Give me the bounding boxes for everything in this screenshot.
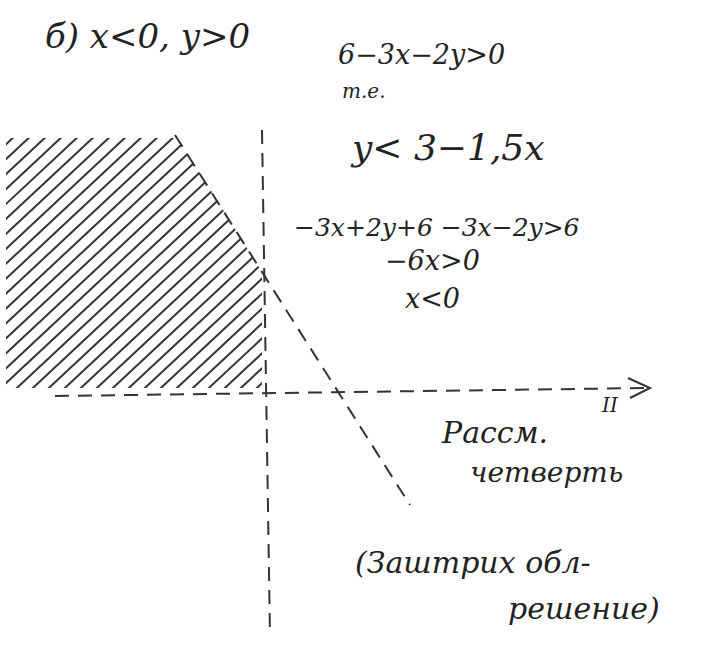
hatch-stroke — [20, 120, 320, 400]
handwritten-note: Рассм. — [442, 416, 548, 449]
axis-arrow — [628, 378, 650, 398]
boundary-line — [175, 135, 410, 505]
hatch-stroke — [84, 120, 384, 400]
handwritten-note: решение) — [508, 592, 660, 625]
hatch-stroke — [0, 120, 176, 400]
hatch-stroke — [0, 120, 272, 400]
hatch-stroke — [36, 120, 336, 400]
hatch-stroke — [0, 120, 16, 400]
handwritten-note: x<0 — [405, 284, 460, 314]
hatch-stroke — [52, 120, 352, 400]
hatch-stroke — [4, 120, 304, 400]
hatch-stroke — [340, 120, 640, 400]
handwritten-note: т.е. — [342, 80, 386, 102]
hatch-stroke — [260, 120, 560, 400]
handwritten-note: 6−3x−2y>0 — [338, 40, 505, 70]
handwritten-note: −3x+2y+6 −3x−2y>6 — [294, 214, 580, 242]
hatch-stroke — [0, 120, 240, 400]
handwritten-note: II — [602, 394, 618, 416]
hatch-stroke — [68, 120, 368, 400]
hatch-stroke — [292, 120, 592, 400]
handwritten-note: −6x>0 — [385, 246, 480, 276]
hatching — [0, 120, 705, 400]
handwritten-note: y< 3−1,5x — [352, 128, 545, 168]
y-axis — [262, 130, 270, 635]
hatch-stroke — [324, 120, 624, 400]
handwritten-note: четверть — [470, 458, 623, 489]
hatch-stroke — [308, 120, 608, 400]
handwritten-note: (Заштрих обл- — [355, 546, 591, 579]
hatch-stroke — [244, 120, 544, 400]
handwritten-note: б) x<0, y>0 — [45, 18, 250, 55]
hatch-stroke — [276, 120, 576, 400]
x-axis — [55, 388, 648, 396]
